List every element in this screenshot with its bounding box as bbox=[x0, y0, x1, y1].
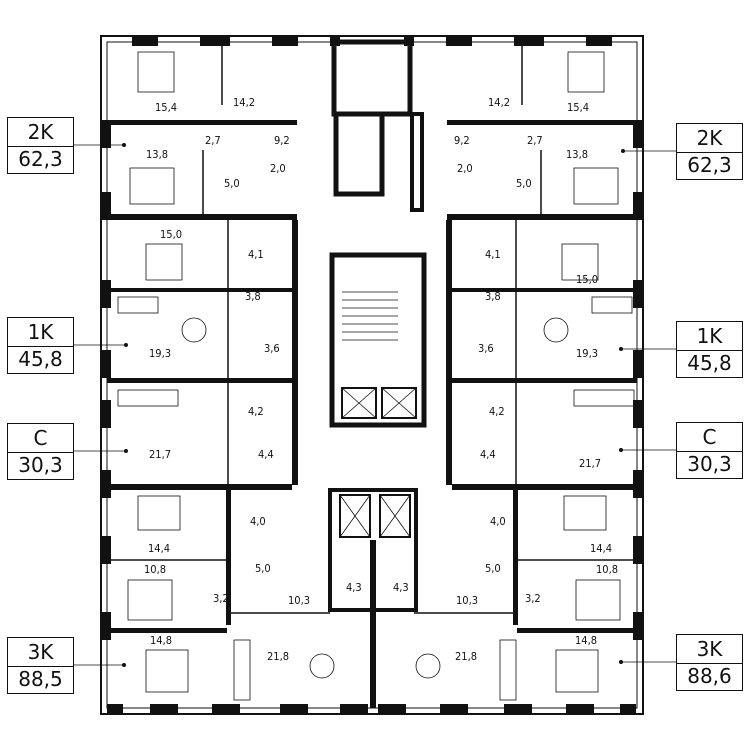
room-area: 14,4 bbox=[590, 542, 612, 555]
room-area: 14,4 bbox=[148, 542, 170, 555]
apartment-type: 1K bbox=[677, 322, 742, 351]
apartment-badge-3k-left: 3K 88,5 bbox=[7, 637, 74, 694]
interior-walls bbox=[107, 42, 637, 614]
room-area: 15,4 bbox=[567, 101, 589, 114]
building-core bbox=[328, 39, 427, 612]
apartment-badge-c-right: C 30,3 bbox=[676, 422, 743, 479]
room-area: 4,0 bbox=[250, 515, 266, 528]
apartment-type: 3K bbox=[677, 635, 742, 664]
room-area: 14,2 bbox=[488, 96, 510, 109]
apartment-badge-1k-right: 1K 45,8 bbox=[676, 321, 743, 378]
room-area: 3,2 bbox=[525, 592, 541, 605]
room-area: 4,1 bbox=[485, 248, 501, 261]
leader-lines bbox=[74, 144, 676, 666]
apartment-area: 30,3 bbox=[18, 453, 63, 477]
room-area: 2,0 bbox=[270, 162, 286, 175]
room-area: 9,2 bbox=[454, 134, 470, 147]
room-area: 10,3 bbox=[288, 594, 310, 607]
apartment-type: C bbox=[677, 423, 742, 452]
windows-bottom bbox=[107, 704, 636, 714]
room-area: 13,8 bbox=[146, 148, 168, 161]
room-labels-right: 14,2 15,4 9,2 2,7 13,8 2,0 5,0 4,1 15,0 … bbox=[393, 96, 618, 663]
apartment-area: 88,5 bbox=[18, 667, 63, 691]
apartment-badge-2k-left: 2K 62,3 bbox=[7, 117, 74, 174]
room-area: 14,2 bbox=[233, 96, 255, 109]
room-area: 21,7 bbox=[149, 448, 171, 461]
room-area: 19,3 bbox=[576, 347, 598, 360]
room-area: 4,4 bbox=[258, 448, 274, 461]
room-area: 21,7 bbox=[579, 457, 601, 470]
room-area: 5,0 bbox=[485, 562, 501, 575]
room-area: 2,0 bbox=[457, 162, 473, 175]
apartment-badge-3k-right: 3K 88,6 bbox=[676, 634, 743, 691]
apartment-badge-c-left: C 30,3 bbox=[7, 423, 74, 480]
apartment-type: 2K bbox=[677, 124, 742, 153]
apartment-area: 88,6 bbox=[687, 664, 732, 688]
room-area: 15,0 bbox=[576, 273, 598, 286]
apartment-walls bbox=[107, 120, 637, 708]
room-area: 4,3 bbox=[346, 581, 362, 594]
room-area: 3,6 bbox=[264, 342, 280, 355]
room-area: 4,1 bbox=[248, 248, 264, 261]
room-area: 5,0 bbox=[516, 177, 532, 190]
room-area: 10,3 bbox=[456, 594, 478, 607]
room-area: 21,8 bbox=[455, 650, 477, 663]
room-area: 9,2 bbox=[274, 134, 290, 147]
furniture bbox=[117, 51, 635, 701]
apartment-badge-1k-left: 1K 45,8 bbox=[7, 317, 74, 374]
room-area: 4,4 bbox=[480, 448, 496, 461]
room-area: 4,2 bbox=[248, 405, 264, 418]
apartment-area: 62,3 bbox=[687, 153, 732, 177]
leader-dots bbox=[122, 143, 625, 667]
room-area: 3,8 bbox=[485, 290, 501, 303]
room-area: 10,8 bbox=[596, 563, 618, 576]
apartment-type: 1K bbox=[8, 318, 73, 347]
room-area: 10,8 bbox=[144, 563, 166, 576]
room-area: 3,6 bbox=[478, 342, 494, 355]
lift-cross bbox=[339, 387, 417, 538]
room-labels-left: 15,4 14,2 2,7 9,2 13,8 2,0 5,0 15,0 4,1 … bbox=[144, 96, 362, 663]
room-area: 13,8 bbox=[566, 148, 588, 161]
room-area: 15,0 bbox=[160, 228, 182, 241]
room-area: 4,3 bbox=[393, 581, 409, 594]
room-area: 5,0 bbox=[255, 562, 271, 575]
room-area: 4,2 bbox=[489, 405, 505, 418]
room-area: 3,8 bbox=[245, 290, 261, 303]
room-area: 3,2 bbox=[213, 592, 229, 605]
apartment-type: 3K bbox=[8, 638, 73, 667]
apartment-type: 2K bbox=[8, 118, 73, 147]
windows-sides bbox=[101, 120, 643, 640]
apartment-area: 62,3 bbox=[18, 147, 63, 171]
room-area: 14,8 bbox=[575, 634, 597, 647]
room-area: 19,3 bbox=[149, 347, 171, 360]
room-area: 14,8 bbox=[150, 634, 172, 647]
room-area: 5,0 bbox=[224, 177, 240, 190]
room-area: 15,4 bbox=[155, 101, 177, 114]
apartment-area: 30,3 bbox=[687, 452, 732, 476]
room-area: 4,0 bbox=[490, 515, 506, 528]
apartment-area: 45,8 bbox=[18, 347, 63, 371]
room-area: 2,7 bbox=[205, 134, 221, 147]
apartment-type: C bbox=[8, 424, 73, 453]
stair-treads bbox=[342, 291, 398, 341]
room-area: 2,7 bbox=[527, 134, 543, 147]
apartment-area: 45,8 bbox=[687, 351, 732, 375]
room-area: 21,8 bbox=[267, 650, 289, 663]
apartment-badge-2k-right: 2K 62,3 bbox=[676, 123, 743, 180]
